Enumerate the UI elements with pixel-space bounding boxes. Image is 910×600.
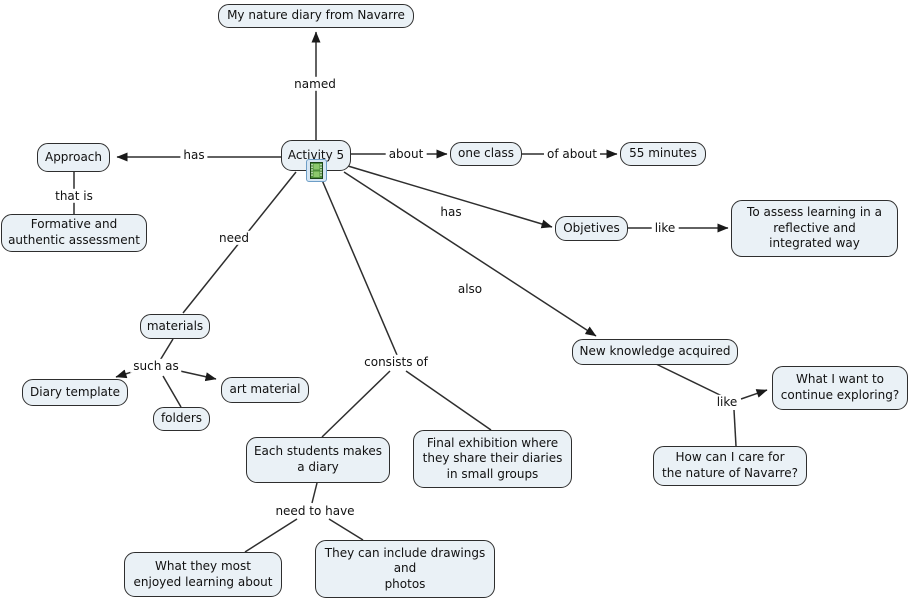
link-label-like-objectives[interactable]: like [651,220,679,236]
connector-like-howcani [733,409,737,447]
node-one-class[interactable]: one class [450,142,522,166]
connector-consists [321,179,398,356]
node-each-students[interactable]: Each students makes a diary [246,437,390,483]
node-objectives[interactable]: Objetives [555,216,628,241]
node-folders[interactable]: folders [153,407,210,431]
link-label-has-objectives[interactable]: has [437,204,465,220]
node-approach[interactable]: Approach [37,143,110,172]
connector-consists-final [405,370,492,431]
node-how-can-i-care[interactable]: How can I care for the nature of Navarre… [653,446,807,486]
link-label-need-to-have[interactable]: need to have [272,503,358,519]
node-materials[interactable]: materials [140,314,210,339]
node-nature-diary[interactable]: My nature diary from Navarre [218,4,414,28]
link-label-also[interactable]: also [454,281,486,297]
link-label-has-approach[interactable]: has [180,147,208,163]
connector-needtohave-they [328,518,364,541]
connector-consists-each [321,370,391,438]
connector-has-objectives [347,165,553,229]
connector-materials-suchas [158,338,174,363]
node-they-can-include[interactable]: They can include drawings and photos [315,540,495,598]
node-55-minutes[interactable]: 55 minutes [620,142,706,166]
connector-needtohave-what [244,518,298,553]
link-label-about[interactable]: about [385,146,427,162]
node-what-most-enjoyed[interactable]: What they most enjoyed learning about [124,552,282,597]
filmstrip-icon [310,162,323,179]
connector-like-whatiwant [740,389,768,400]
link-label-that-is[interactable]: that is [52,188,96,204]
node-to-assess[interactable]: To assess learning in a reflective and i… [731,200,898,257]
connector-suchas-folders [162,375,182,408]
link-label-consists-of[interactable]: consists of [361,354,431,370]
connector-each-needtohave [311,482,318,504]
connector-suchas-art [179,370,217,382]
node-what-i-want[interactable]: What I want to continue exploring? [772,366,908,410]
node-final-exhibition[interactable]: Final exhibition where they share their … [413,430,572,488]
connector-nk-like [653,362,723,397]
node-formative-assessment[interactable]: Formative and authentic assessment [1,214,147,252]
link-label-need[interactable]: need [216,230,252,246]
node-diary-template[interactable]: Diary template [22,379,128,406]
link-label-named[interactable]: named [291,76,339,92]
link-label-such-as[interactable]: such as [130,358,182,374]
connector-also [343,171,597,337]
node-art-material[interactable]: art material [221,377,309,403]
link-label-of-about[interactable]: of about [543,146,601,162]
node-new-knowledge[interactable]: New knowledge acquired [572,339,738,365]
link-label-like-new-knowledge[interactable]: like [713,394,741,410]
video-resource-icon[interactable] [306,159,327,182]
